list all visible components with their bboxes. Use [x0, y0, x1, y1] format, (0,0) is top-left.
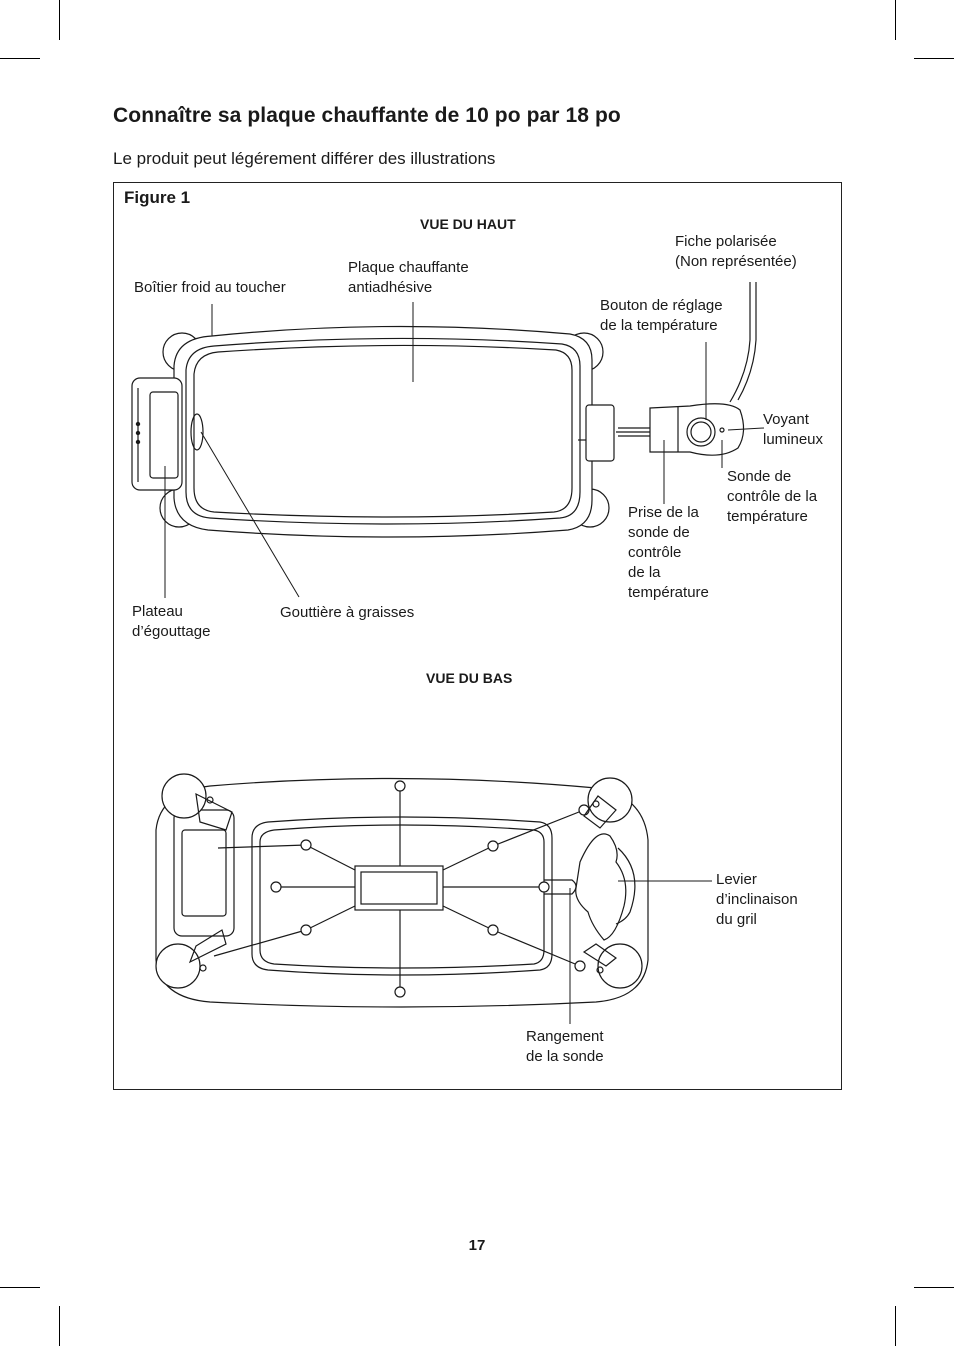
bottom-view-title: VUE DU BAS [426, 670, 513, 686]
bottom-view-points [155, 773, 643, 998]
crop-mark [0, 1287, 40, 1288]
label-temperature-knob: Bouton de réglage de la température [600, 297, 723, 334]
bottom-view-drawing [155, 777, 649, 1008]
top-view-title: VUE DU HAUT [420, 216, 516, 232]
crop-mark [895, 1306, 896, 1346]
label-nonstick-plate: Plaque chauffante antiadhésive [348, 259, 469, 296]
crop-mark [59, 0, 60, 40]
top-view-leaders [164, 302, 765, 598]
crop-mark [59, 1306, 60, 1346]
page-title: Connaître sa plaque chauffante de 10 po … [113, 104, 621, 127]
crop-mark [895, 0, 896, 40]
label-probe-storage: Rangement de la sonde [526, 1028, 604, 1065]
label-polarized-plug: Fiche polarisée (Non représentée) [675, 233, 797, 270]
page-subtitle: Le produit peut légérement différer des … [113, 149, 496, 168]
crop-mark [914, 58, 954, 59]
label-cool-touch-housing: Boîtier froid au toucher [134, 279, 286, 296]
label-probe-socket: Prise de la sonde de contrôle de la temp… [628, 504, 709, 601]
crop-mark [914, 1287, 954, 1288]
bottom-view-leaders [569, 880, 712, 1024]
figure-label: Figure 1 [124, 188, 191, 207]
label-drip-tray: Plateau d’égouttage [132, 603, 211, 640]
figure-frame [113, 182, 842, 1090]
label-tilt-lever: Levier d’inclinaison du gril [716, 871, 798, 928]
page-number: 17 [468, 1237, 486, 1254]
crop-mark [0, 58, 40, 59]
top-view-drawing [131, 282, 757, 538]
label-indicator-light: Voyant lumineux [763, 411, 824, 448]
label-grease-gutter: Gouttière à graisses [280, 604, 415, 621]
label-temperature-probe: Sonde de contrôle de la température [727, 468, 818, 525]
